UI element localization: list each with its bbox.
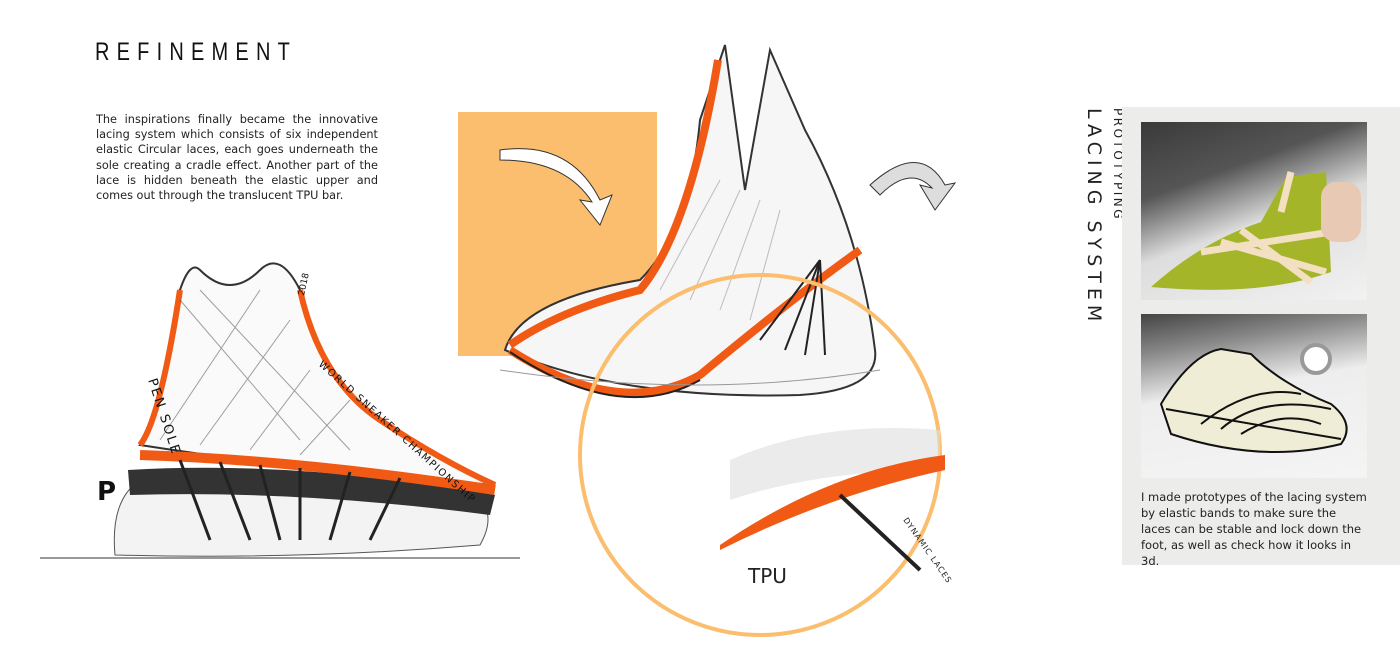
side-sneaker-sketch: P PEN SOLE WORLD SNEAKER CHAMPIONSHIP 20… [40, 262, 520, 559]
logo-p: P [97, 477, 116, 507]
main-sneaker-sketch [499, 44, 881, 399]
dynamic-laces-label: DYNAMIC LACES [901, 516, 953, 585]
prototype-caption: I made prototypes of the lacing system b… [1141, 490, 1367, 568]
page-title: REFINEMENT [95, 38, 297, 66]
tpu-detail-sketch: TPU DYNAMIC LACES [720, 428, 954, 588]
prototype-photo-taped-shoe [1141, 314, 1367, 478]
section-heading: LACING SYSTEM [1083, 108, 1105, 327]
section-subtitle: PROTOTYPING [1111, 108, 1125, 222]
arrow-icon [499, 148, 957, 226]
intro-paragraph: The inspirations finally became the inno… [96, 113, 378, 203]
tpu-label: TPU [747, 564, 787, 588]
year-label: 2018 [297, 272, 312, 297]
prototype-photo-green-last [1141, 122, 1367, 300]
sketch-illustrations: P PEN SOLE WORLD SNEAKER CHAMPIONSHIP 20… [40, 44, 957, 637]
